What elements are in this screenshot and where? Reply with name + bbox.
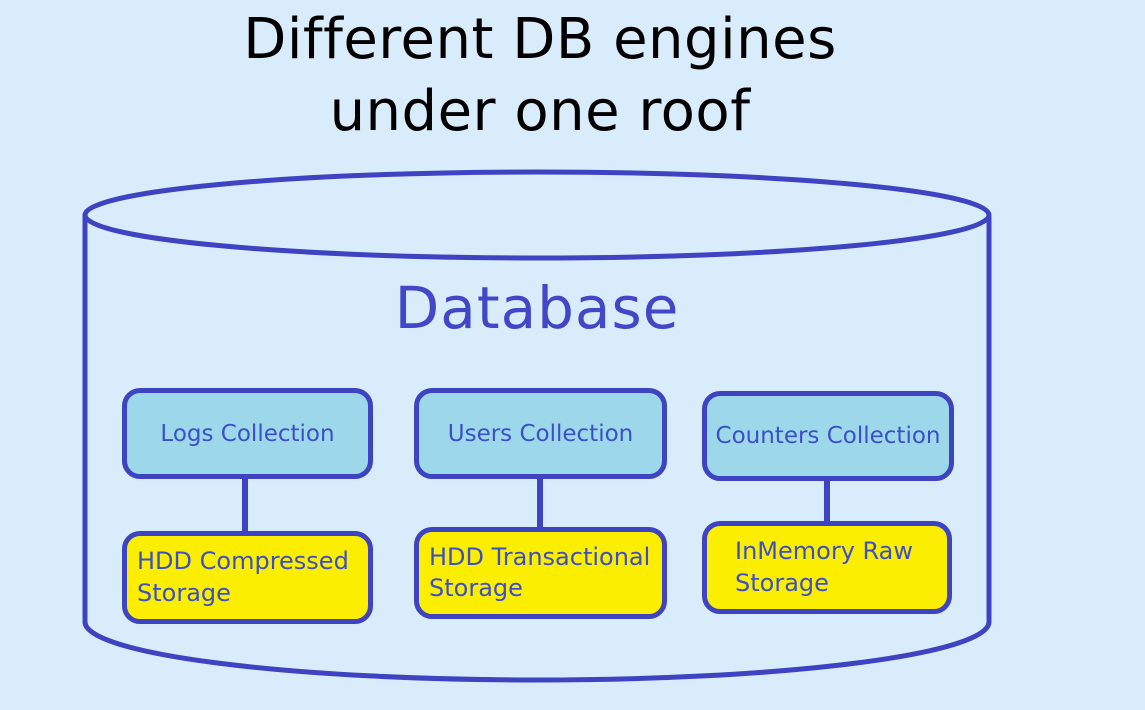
node-label: HDD Transactional Storage — [429, 542, 651, 602]
collection-node-counters: Counters Collection — [702, 391, 954, 481]
node-label: HDD Compressed Storage — [137, 547, 349, 607]
node-label: Counters Collection — [715, 423, 941, 449]
database-label: Database — [394, 274, 680, 342]
storage-node-hdd-compressed: HDD Compressed Storage — [122, 531, 373, 624]
node-label: Logs Collection — [160, 420, 335, 447]
node-label: Users Collection — [447, 420, 634, 447]
node-label: InMemory Raw Storage — [735, 537, 914, 597]
cylinder-body-path — [82, 216, 992, 683]
collection-node-logs: Logs Collection — [122, 388, 373, 479]
storage-node-inmemory-raw: InMemory Raw Storage — [702, 521, 952, 614]
diagram-title: Different DB engines under one roof — [243, 7, 837, 144]
cylinder-top-ellipse — [82, 169, 992, 261]
collection-node-users: Users Collection — [414, 388, 667, 479]
storage-node-hdd-transactional: HDD Transactional Storage — [414, 527, 667, 619]
